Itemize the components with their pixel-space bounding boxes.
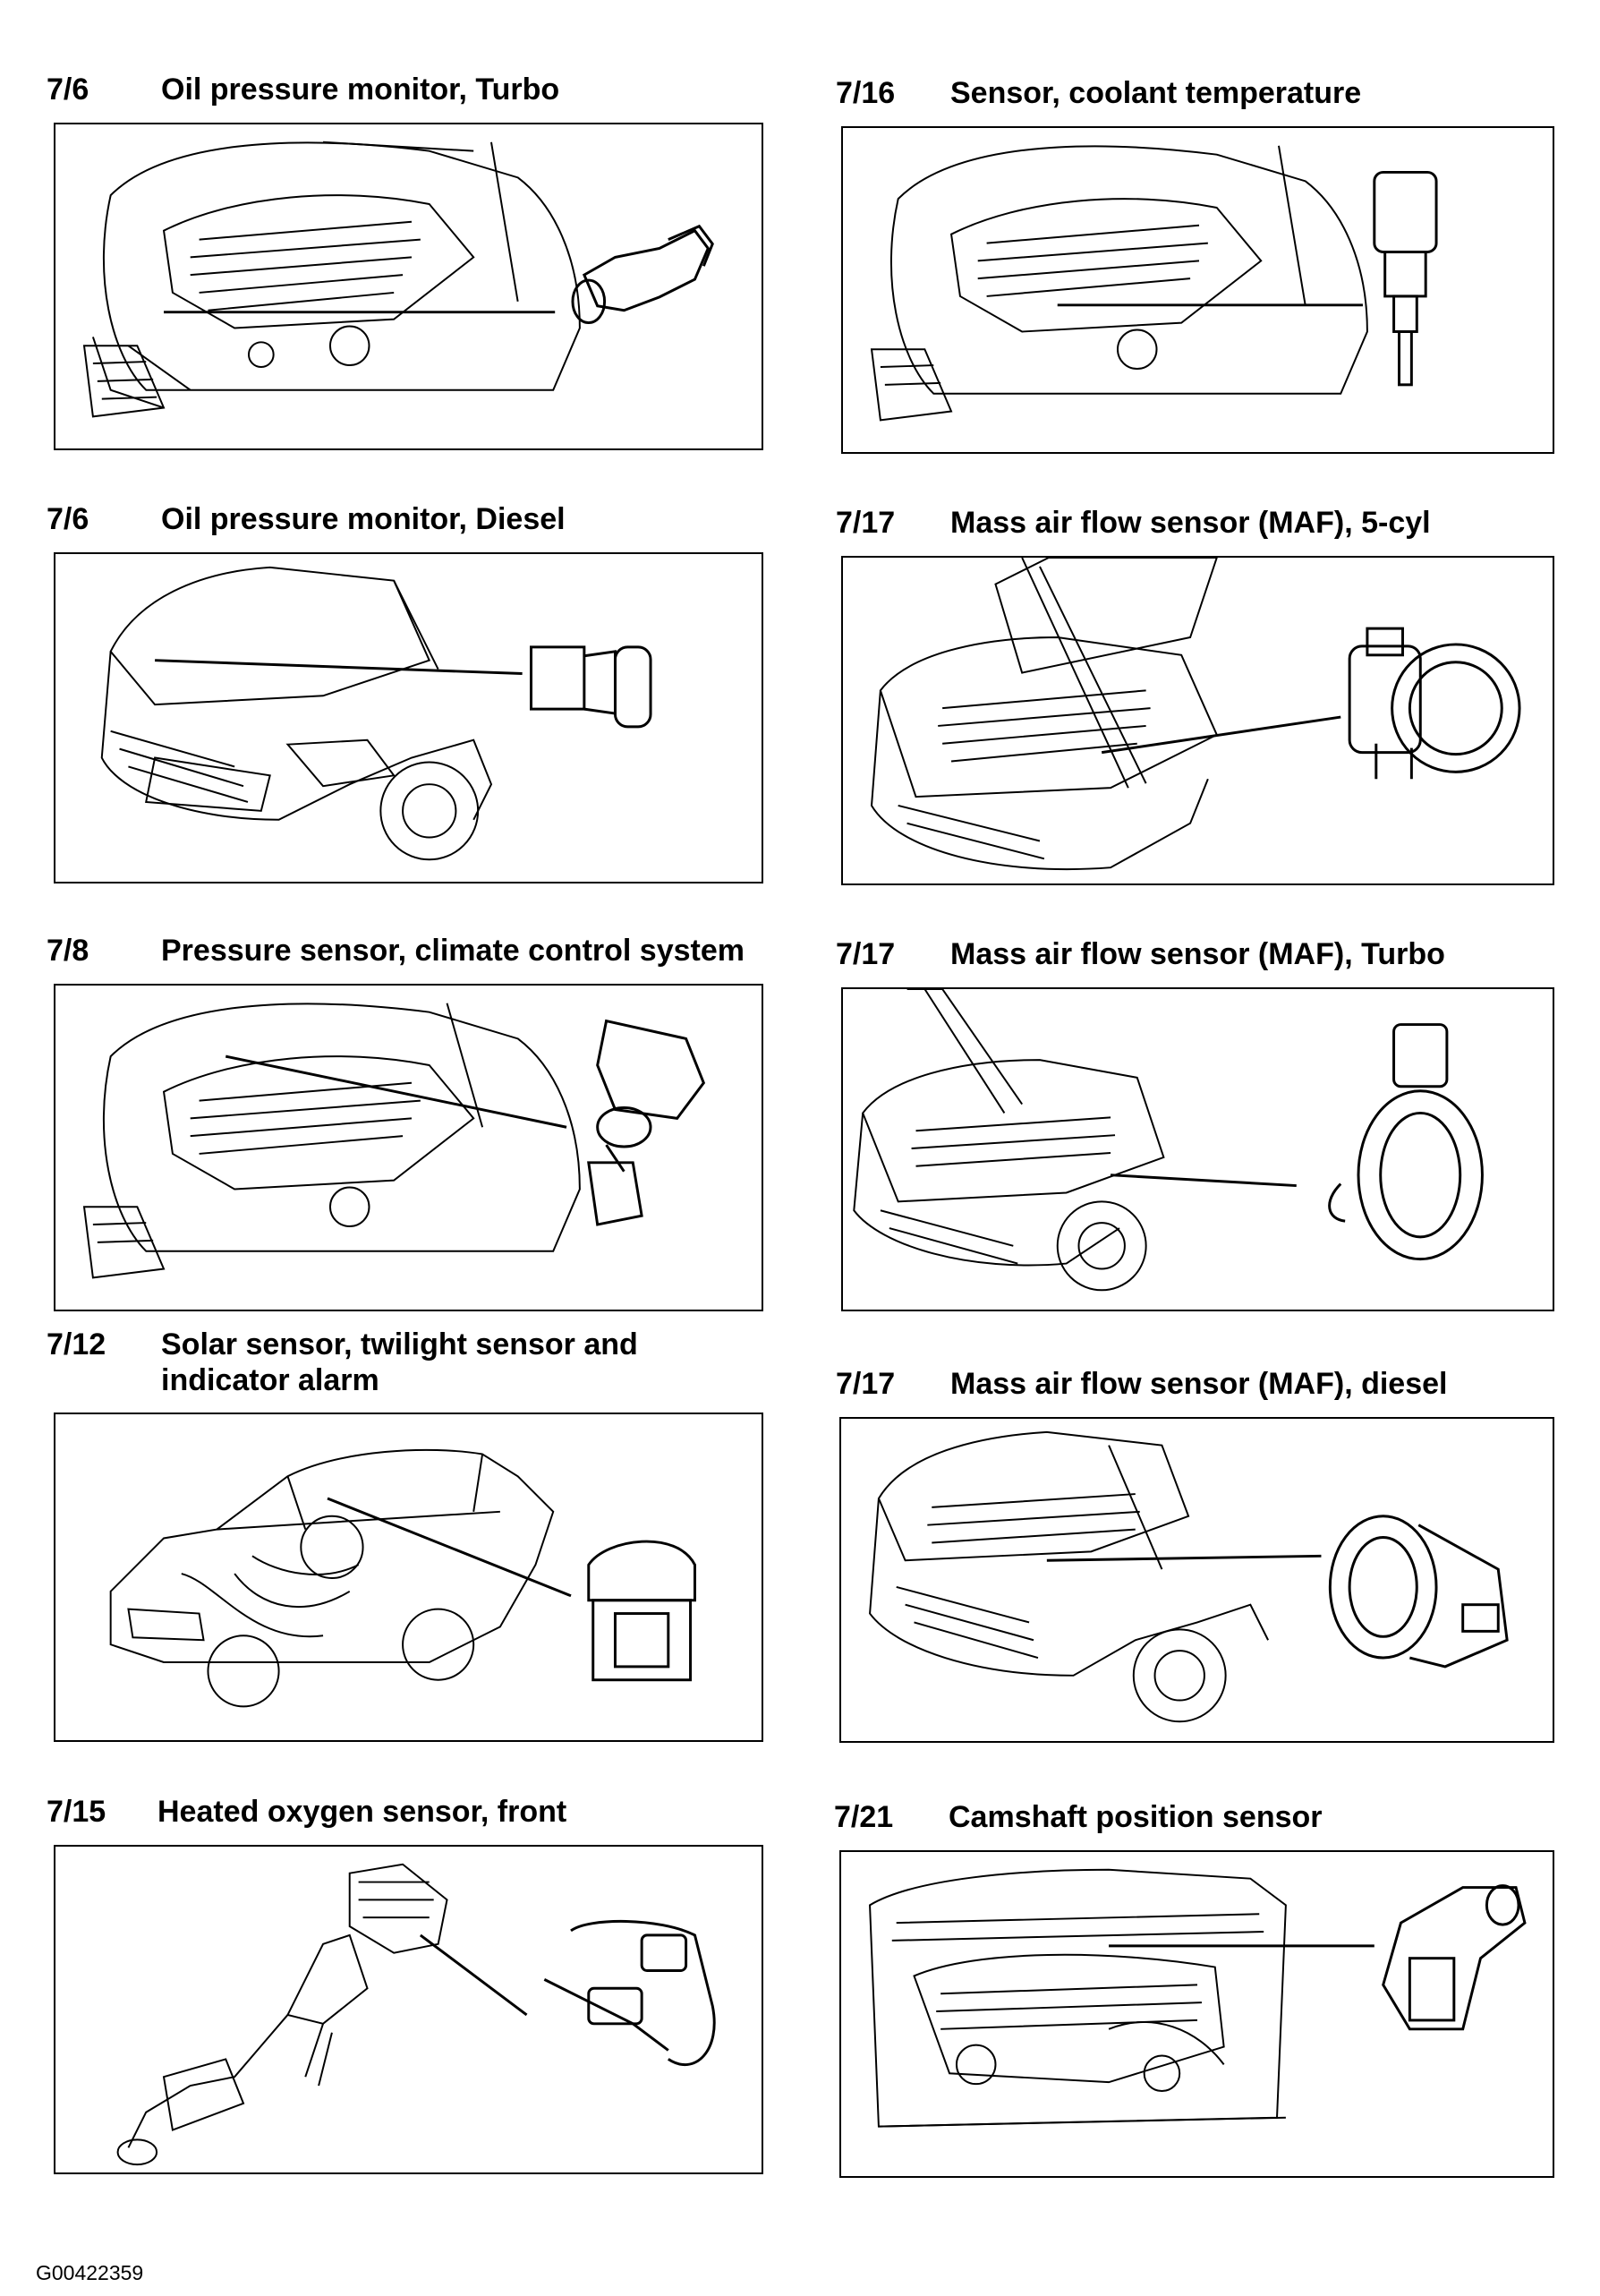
section-title: Oil pressure monitor, Diesel (161, 502, 566, 536)
section-number: 7/6 (47, 73, 89, 107)
diagram-car-front-maf-turbo (841, 987, 1554, 1311)
diagram-car-cutaway-solar-sensor (54, 1413, 763, 1742)
car-front-icon (100, 566, 652, 861)
engine-bay-icon (82, 141, 714, 418)
car-front-icon (869, 1430, 1509, 1723)
section-number: 7/15 (47, 1795, 106, 1829)
engine-bay-icon (870, 145, 1438, 422)
engine-bay-icon (869, 1868, 1527, 2128)
diagram-engine-bay-coolant-temperature (841, 126, 1554, 454)
diagram-exhaust-oxygen-sensor (54, 1845, 763, 2174)
section-title: Mass air flow sensor (MAF), diesel (950, 1367, 1448, 1401)
section-number: 7/17 (836, 506, 896, 540)
section-number: 7/8 (47, 934, 89, 968)
car-cutaway-icon (109, 1448, 696, 1708)
section-title: Pressure sensor, climate control system (161, 934, 745, 968)
diagram-car-front-maf-5cyl (841, 556, 1554, 885)
section-number: 7/6 (47, 502, 89, 536)
diagram-car-front-oil-pressure-diesel (54, 552, 763, 883)
diagram-engine-bay-camshaft-sensor (839, 1850, 1554, 2178)
section-title: Solar sensor, twilight sensor and indica… (161, 1327, 638, 1397)
section-title: Camshaft position sensor (949, 1800, 1323, 1834)
section-number: 7/17 (836, 937, 896, 971)
diagram-car-front-maf-diesel (839, 1417, 1554, 1743)
section-title: Mass air flow sensor (MAF), Turbo (950, 937, 1445, 971)
section-number: 7/17 (836, 1367, 896, 1401)
car-front-icon (870, 558, 1521, 871)
figure-code: G00422359 (36, 2261, 144, 2284)
section-number: 7/12 (47, 1327, 106, 1361)
car-front-icon (853, 989, 1484, 1292)
section-title: Heated oxygen sensor, front (157, 1795, 567, 1829)
diagram-engine-bay-oil-pressure-turbo (54, 123, 763, 450)
engine-bay-icon (82, 1003, 706, 1279)
section-title: Mass air flow sensor (MAF), 5-cyl (950, 506, 1431, 540)
section-number: 7/21 (834, 1800, 894, 1834)
section-title: Sensor, coolant temperature (950, 76, 1362, 110)
diagram-engine-bay-pressure-sensor (54, 984, 763, 1311)
exhaust-icon (116, 1863, 716, 2166)
section-title: Oil pressure monitor, Turbo (161, 73, 560, 107)
section-number: 7/16 (836, 76, 896, 110)
